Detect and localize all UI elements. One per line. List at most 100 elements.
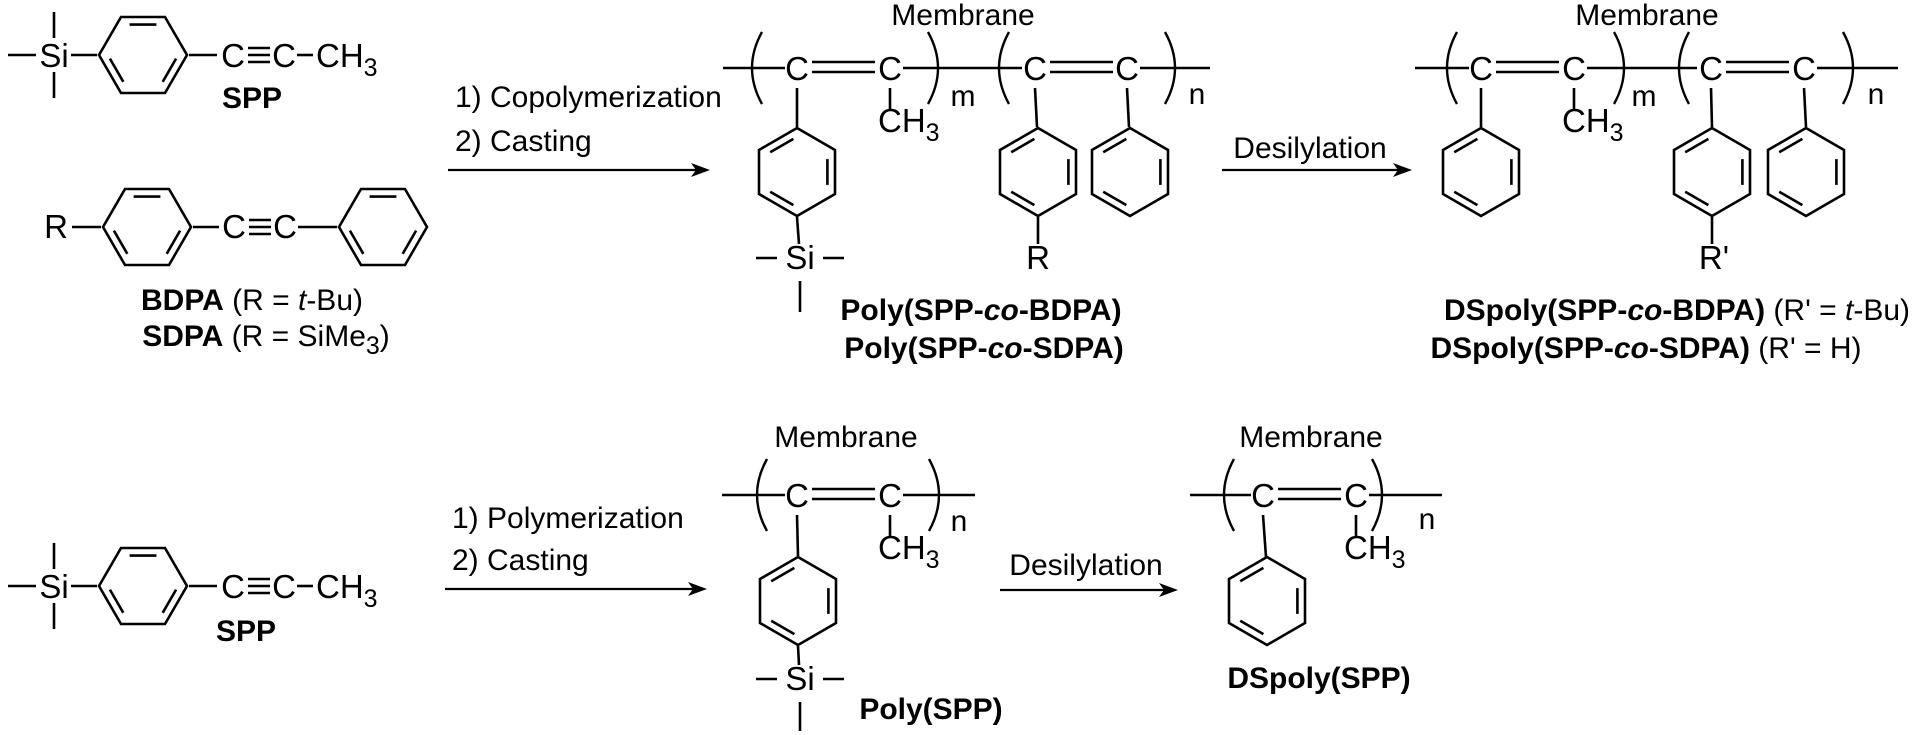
desilylation-arrow-top: Desilylation: [1222, 132, 1412, 177]
desilylation-label: Desilylation: [1233, 132, 1386, 165]
repeat-bracket: [1222, 458, 1236, 532]
carbon-label: C: [273, 208, 297, 245]
poly-bdpa-name: Poly(SPP-co-BDPA): [840, 294, 1121, 327]
repeat-bracket: [1370, 458, 1384, 532]
repeat-subscript-n: n: [1419, 503, 1436, 536]
spp-monomer-top: Si C C CH3 SPP: [8, 12, 378, 115]
bond: [795, 514, 800, 557]
carbon-label: C: [878, 477, 902, 514]
repeat-bracket: [1445, 31, 1459, 105]
benzene-ring: [1672, 126, 1752, 218]
repeat-bracket: [750, 31, 764, 105]
repeat-subscript-n: n: [1868, 78, 1885, 111]
repeat-bracket: [997, 31, 1011, 105]
carbon-label: C: [221, 37, 245, 74]
membrane-label: Membrane: [1239, 421, 1382, 454]
carbon-label: C: [221, 568, 245, 605]
desilylation-arrow-bottom: Desilylation: [1000, 549, 1178, 597]
benzene-ring: [757, 126, 837, 218]
carbon-label: C: [1251, 477, 1275, 514]
carbon-label: C: [272, 37, 296, 74]
poly-spp-name: Poly(SPP): [859, 693, 1002, 726]
spp-name: SPP: [222, 82, 282, 115]
carbon-label: C: [1562, 50, 1586, 87]
carbon-label: C: [1023, 50, 1047, 87]
benzene-ring: [97, 15, 189, 95]
carbon-label: C: [1115, 50, 1139, 87]
repeat-bracket: [1612, 31, 1626, 105]
r-group-label: R: [44, 208, 68, 245]
benzene-ring: [1090, 126, 1170, 218]
desilylation-label: Desilylation: [1009, 549, 1162, 582]
dspoly-spp-structure: Membrane C C n CH3 DSpoly(SPP): [1190, 421, 1442, 695]
methyl-label: CH3: [316, 568, 378, 613]
carbon-label: C: [1792, 50, 1816, 87]
carbon-label: C: [1344, 477, 1368, 514]
step2-label: 2) Casting: [455, 125, 592, 158]
poly-sdpa-name: Poly(SPP-co-SDPA): [844, 332, 1124, 365]
repeat-bracket: [927, 458, 941, 532]
dspoly-bdpa-name: DSpoly(SPP-co-BDPA) (R' = t-Bu): [1444, 294, 1910, 327]
step2-label: 2) Casting: [452, 544, 589, 577]
carbon-label: C: [785, 477, 809, 514]
r-group-label: R: [1026, 239, 1050, 276]
silicon-label: Si: [785, 660, 814, 697]
silicon-label: Si: [39, 37, 68, 74]
repeat-subscript-n: n: [1189, 78, 1206, 111]
benzene-ring: [101, 187, 193, 267]
methyl-label: CH3: [878, 102, 940, 147]
carbon-label: C: [878, 50, 902, 87]
membrane-label: Membrane: [774, 421, 917, 454]
carbon-label: C: [222, 208, 246, 245]
repeat-subscript-m: m: [1632, 80, 1657, 113]
benzene-ring: [758, 555, 838, 647]
repeat-bracket: [755, 458, 769, 532]
benzene-ring: [1766, 126, 1846, 218]
bond: [1125, 87, 1131, 128]
bond: [796, 645, 801, 666]
carbon-label: C: [785, 50, 809, 87]
benzene-ring: [1227, 555, 1307, 647]
bond: [1709, 87, 1714, 128]
carbon-label: C: [1469, 50, 1493, 87]
methyl-label: CH3: [878, 529, 940, 574]
benzene-ring: [998, 126, 1078, 218]
bdpa-name: BDPA (R = t-Bu): [141, 284, 363, 317]
bdpa-sdpa-monomer: R C C BDPA (R = t-Bu) SDPA (R = SiMe3): [44, 187, 429, 360]
bond: [795, 216, 801, 245]
membrane-label: Membrane: [1575, 0, 1718, 32]
benzene-ring: [337, 187, 429, 267]
methyl-label: CH3: [316, 37, 378, 82]
methyl-label: CH3: [1344, 529, 1406, 574]
silicon-label: Si: [39, 568, 68, 605]
repeat-bracket: [1677, 31, 1691, 105]
bond: [1261, 514, 1268, 558]
carbon-label: C: [1699, 50, 1723, 87]
step1-label: 1) Polymerization: [452, 502, 684, 535]
bond: [1033, 87, 1039, 128]
dspoly-copolymer-structure: Membrane C C m C C n CH3 R' DSpoly(SPP-c…: [1415, 0, 1910, 365]
poly-spp-structure: Membrane C C n CH3 Si Poly(SPP): [722, 421, 1003, 731]
bond: [1802, 87, 1808, 128]
repeat-bracket: [926, 31, 940, 105]
polymerization-arrow: 1) Polymerization 2) Casting: [445, 502, 707, 596]
poly-copolymer-structure: Membrane C C m C C n CH3 Si R Poly(SPP-c…: [723, 0, 1210, 365]
sdpa-name: SDPA (R = SiMe3): [142, 320, 390, 360]
silicon-label: Si: [785, 239, 814, 276]
carbon-label: C: [272, 568, 296, 605]
dspoly-sdpa-name: DSpoly(SPP-co-SDPA) (R' = H): [1430, 332, 1861, 365]
spp-name: SPP: [216, 615, 276, 648]
membrane-label: Membrane: [891, 0, 1034, 32]
copolymerization-arrow: 1) Copolymerization 2) Casting: [448, 81, 722, 177]
methyl-label: CH3: [1562, 102, 1624, 147]
benzene-ring: [1441, 126, 1521, 218]
spp-monomer-bottom: Si C C CH3 SPP: [8, 543, 378, 648]
r-prime-label: R': [1699, 239, 1729, 276]
benzene-ring: [97, 546, 189, 626]
step1-label: 1) Copolymerization: [455, 81, 722, 114]
repeat-subscript-n: n: [951, 505, 968, 538]
repeat-subscript-m: m: [951, 80, 976, 113]
repeat-bracket: [1841, 31, 1855, 105]
